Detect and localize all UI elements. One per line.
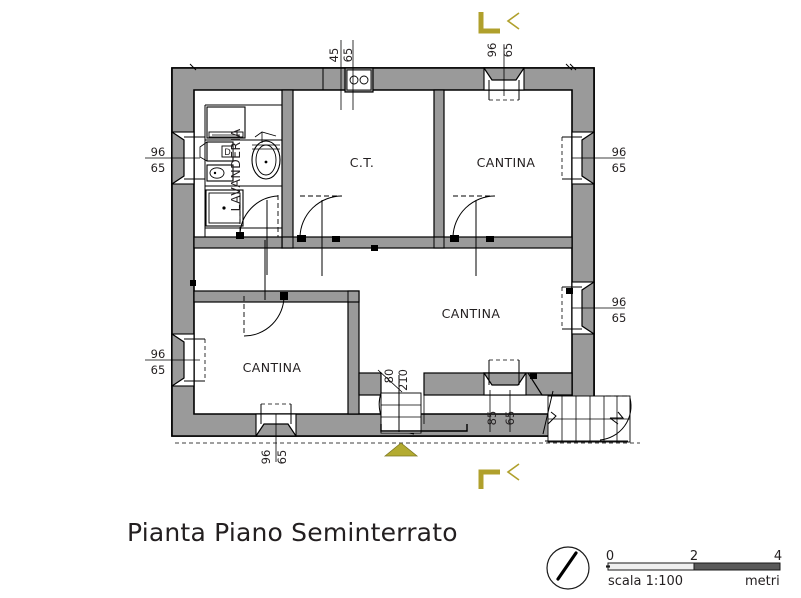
dim-right-lower-bottom: 65 [612,311,627,325]
dim-left-lower-top: 96 [151,347,166,361]
lavanderia-room: D LAVANDERIA [199,104,282,237]
corridor-detail [380,395,468,432]
partition-outlines [194,90,572,414]
dim-bottom-left-65: 65 [275,450,289,465]
room-label-cantina-sw: CANTINA [243,360,302,375]
door-cantina-ne [450,195,496,276]
wall-ticks [189,63,577,379]
entrance-direction-arrow [383,442,419,457]
dim-bottom-left-96: 96 [259,450,273,465]
window-top-right [482,48,526,101]
dim-top-65: 65 [341,48,355,63]
room-label-lavanderia: LAVANDERIA [228,128,243,211]
dim-left-upper-top: 96 [151,145,166,159]
dim-bottom-window-85: 85 [485,411,499,426]
flue-opening-top [322,40,372,110]
room-label-ct: C.T. [350,155,374,170]
scale-tick-0: 0 [606,549,614,564]
dim-top-right-65: 65 [501,43,515,58]
window-bottom-right [482,359,528,432]
dim-right-upper-bottom: 65 [612,161,627,175]
room-label-cantina-centre: CANTINA [442,306,501,321]
washer-label: D [224,148,231,158]
page-title: Pianta Piano Seminterrato [127,518,458,547]
section-marker-bottom [478,463,520,489]
door-lavanderia [236,195,279,275]
dim-right-upper-top: 96 [612,145,627,159]
window-left-lower [145,332,206,388]
door-entrance [377,369,422,435]
bidet-fixture [206,164,234,182]
dim-right-lower-top: 96 [612,295,627,309]
window-right-lower [561,280,625,336]
north-indicator [546,546,590,590]
window-left-upper [145,130,206,186]
door-ct [297,195,343,276]
sink-fixture [251,131,281,180]
section-marker-top [478,12,520,34]
toilet-fixture: D [199,141,234,162]
scale-caption: scala 1:100 [608,574,683,589]
scale-tick-2: 2 [690,549,698,564]
room-label-cantina-ne: CANTINA [477,155,536,170]
staircase [542,390,632,443]
dim-left-upper-bottom: 65 [151,161,166,175]
dim-left-lower-bottom: 65 [151,363,166,377]
scale-units: metri [745,574,780,589]
shower-tray-fixture [205,189,244,227]
dim-top-45: 45 [327,48,341,63]
dim-top-right-96: 96 [485,43,499,58]
washing-machine-fixture [206,106,246,139]
scale-tick-4: 4 [774,549,782,564]
scale-bar: 0 2 4 scala 1:100 metri [606,549,782,589]
dim-door-210: 210 [396,369,410,391]
door-cantina-sw [243,240,288,337]
window-bottom-left [254,403,298,462]
window-right-upper [561,130,625,186]
interior-floor [194,90,572,414]
dim-door-80: 80 [382,369,396,384]
dim-bottom-window-65: 65 [503,411,517,426]
